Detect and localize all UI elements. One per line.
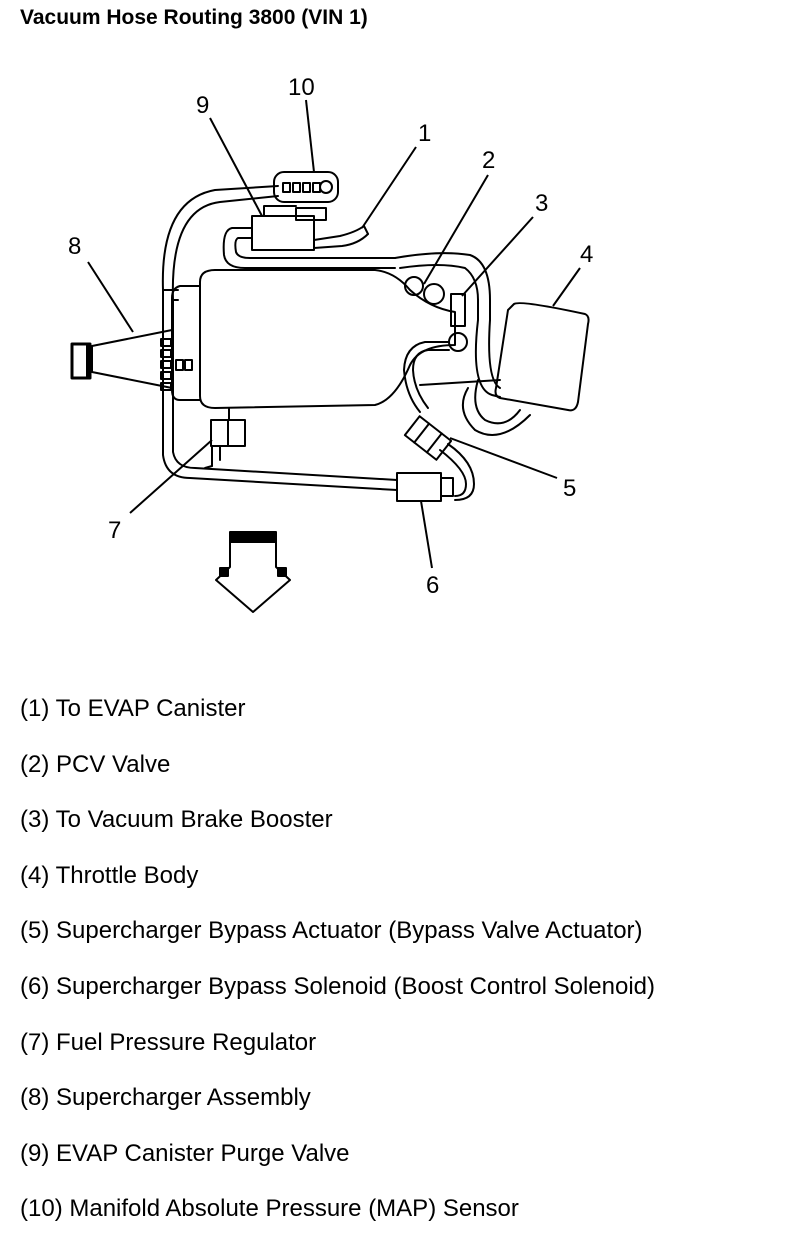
leader-4	[552, 267, 581, 307]
leader-6	[420, 500, 433, 569]
hose-purge-to-intake	[222, 227, 396, 269]
bypass-solenoid	[396, 472, 442, 502]
callout-4: 4	[580, 241, 593, 268]
legend-text: PCV Valve	[56, 750, 171, 778]
legend-number: (3)	[20, 806, 50, 834]
legend-text: Manifold Absolute Pressure (MAP) Sensor	[69, 1195, 519, 1223]
legend-number: (8)	[20, 1084, 50, 1112]
legend-text: EVAP Canister Purge Valve	[56, 1139, 350, 1167]
leader-7	[129, 439, 213, 514]
legend-text: Fuel Pressure Regulator	[56, 1028, 317, 1056]
callout-2: 2	[482, 147, 495, 174]
callout-3: 3	[535, 190, 548, 217]
legend-text: Supercharger Assembly	[56, 1084, 311, 1112]
map-sensor	[273, 171, 339, 203]
leader-1	[361, 146, 417, 229]
legend-item: (1) To EVAP Canister	[20, 692, 655, 748]
supercharger-body	[199, 269, 456, 409]
leader-8	[87, 261, 134, 333]
legend-number: (5)	[20, 917, 50, 945]
hose-map-sensor	[161, 185, 279, 291]
legend-number: (6)	[20, 972, 50, 1000]
callout-10: 10	[288, 74, 315, 101]
legend-item: (5) Supercharger Bypass Actuator (Bypass…	[20, 914, 655, 970]
legend-text: To EVAP Canister	[55, 695, 246, 722]
callout-5: 5	[563, 475, 576, 502]
legend-text: To Vacuum Brake Booster	[55, 806, 333, 834]
component-legend: (1) To EVAP Canister (2) PCV Valve (3) T…	[20, 692, 655, 1248]
page-title: Vacuum Hose Routing 3800 (VIN 1)	[20, 6, 368, 29]
legend-number: (9)	[20, 1139, 50, 1167]
bypass-actuator	[403, 415, 453, 461]
hose-regulator-to-solenoid	[162, 289, 398, 491]
evap-purge-valve	[251, 215, 315, 251]
brake-booster-fitting	[450, 293, 466, 327]
hose-to-throttle	[394, 252, 491, 321]
callout-7: 7	[108, 517, 121, 544]
callout-9: 9	[196, 92, 209, 119]
legend-number: (7)	[20, 1028, 50, 1056]
callout-8: 8	[68, 233, 81, 260]
legend-item: (4) Throttle Body	[20, 859, 655, 915]
pcv-valve	[404, 276, 424, 296]
callout-6: 6	[426, 572, 439, 599]
legend-text: Supercharger Bypass Solenoid (Boost Cont…	[56, 972, 656, 1000]
leader-5	[449, 437, 558, 479]
leader-3	[461, 216, 534, 297]
hose-to-evap-canister	[313, 225, 365, 241]
legend-item: (9) EVAP Canister Purge Valve	[20, 1137, 655, 1193]
legend-item: (2) PCV Valve	[20, 748, 655, 804]
legend-item: (6) Supercharger Bypass Solenoid (Boost …	[20, 970, 655, 1026]
legend-number: (1)	[20, 695, 50, 722]
legend-number: (10)	[20, 1195, 63, 1223]
callout-1: 1	[418, 120, 431, 147]
leader-2	[423, 174, 489, 285]
legend-number: (4)	[20, 861, 50, 889]
supercharger-pulley	[91, 329, 173, 389]
legend-item: (3) To Vacuum Brake Booster	[20, 803, 655, 859]
legend-item: (10) Manifold Absolute Pressure (MAP) Se…	[20, 1192, 655, 1248]
legend-number: (2)	[20, 750, 50, 778]
legend-text: Throttle Body	[55, 861, 199, 889]
leader-9	[209, 117, 263, 217]
legend-item: (7) Fuel Pressure Regulator	[20, 1026, 655, 1082]
legend-item: (8) Supercharger Assembly	[20, 1081, 655, 1137]
vacuum-hose-diagram: 1 2 3 4 5 6 7 8 9 10	[68, 74, 593, 613]
leader-10	[305, 99, 315, 173]
throttle-body	[494, 302, 590, 412]
legend-text: Supercharger Bypass Actuator (Bypass Val…	[56, 917, 643, 945]
